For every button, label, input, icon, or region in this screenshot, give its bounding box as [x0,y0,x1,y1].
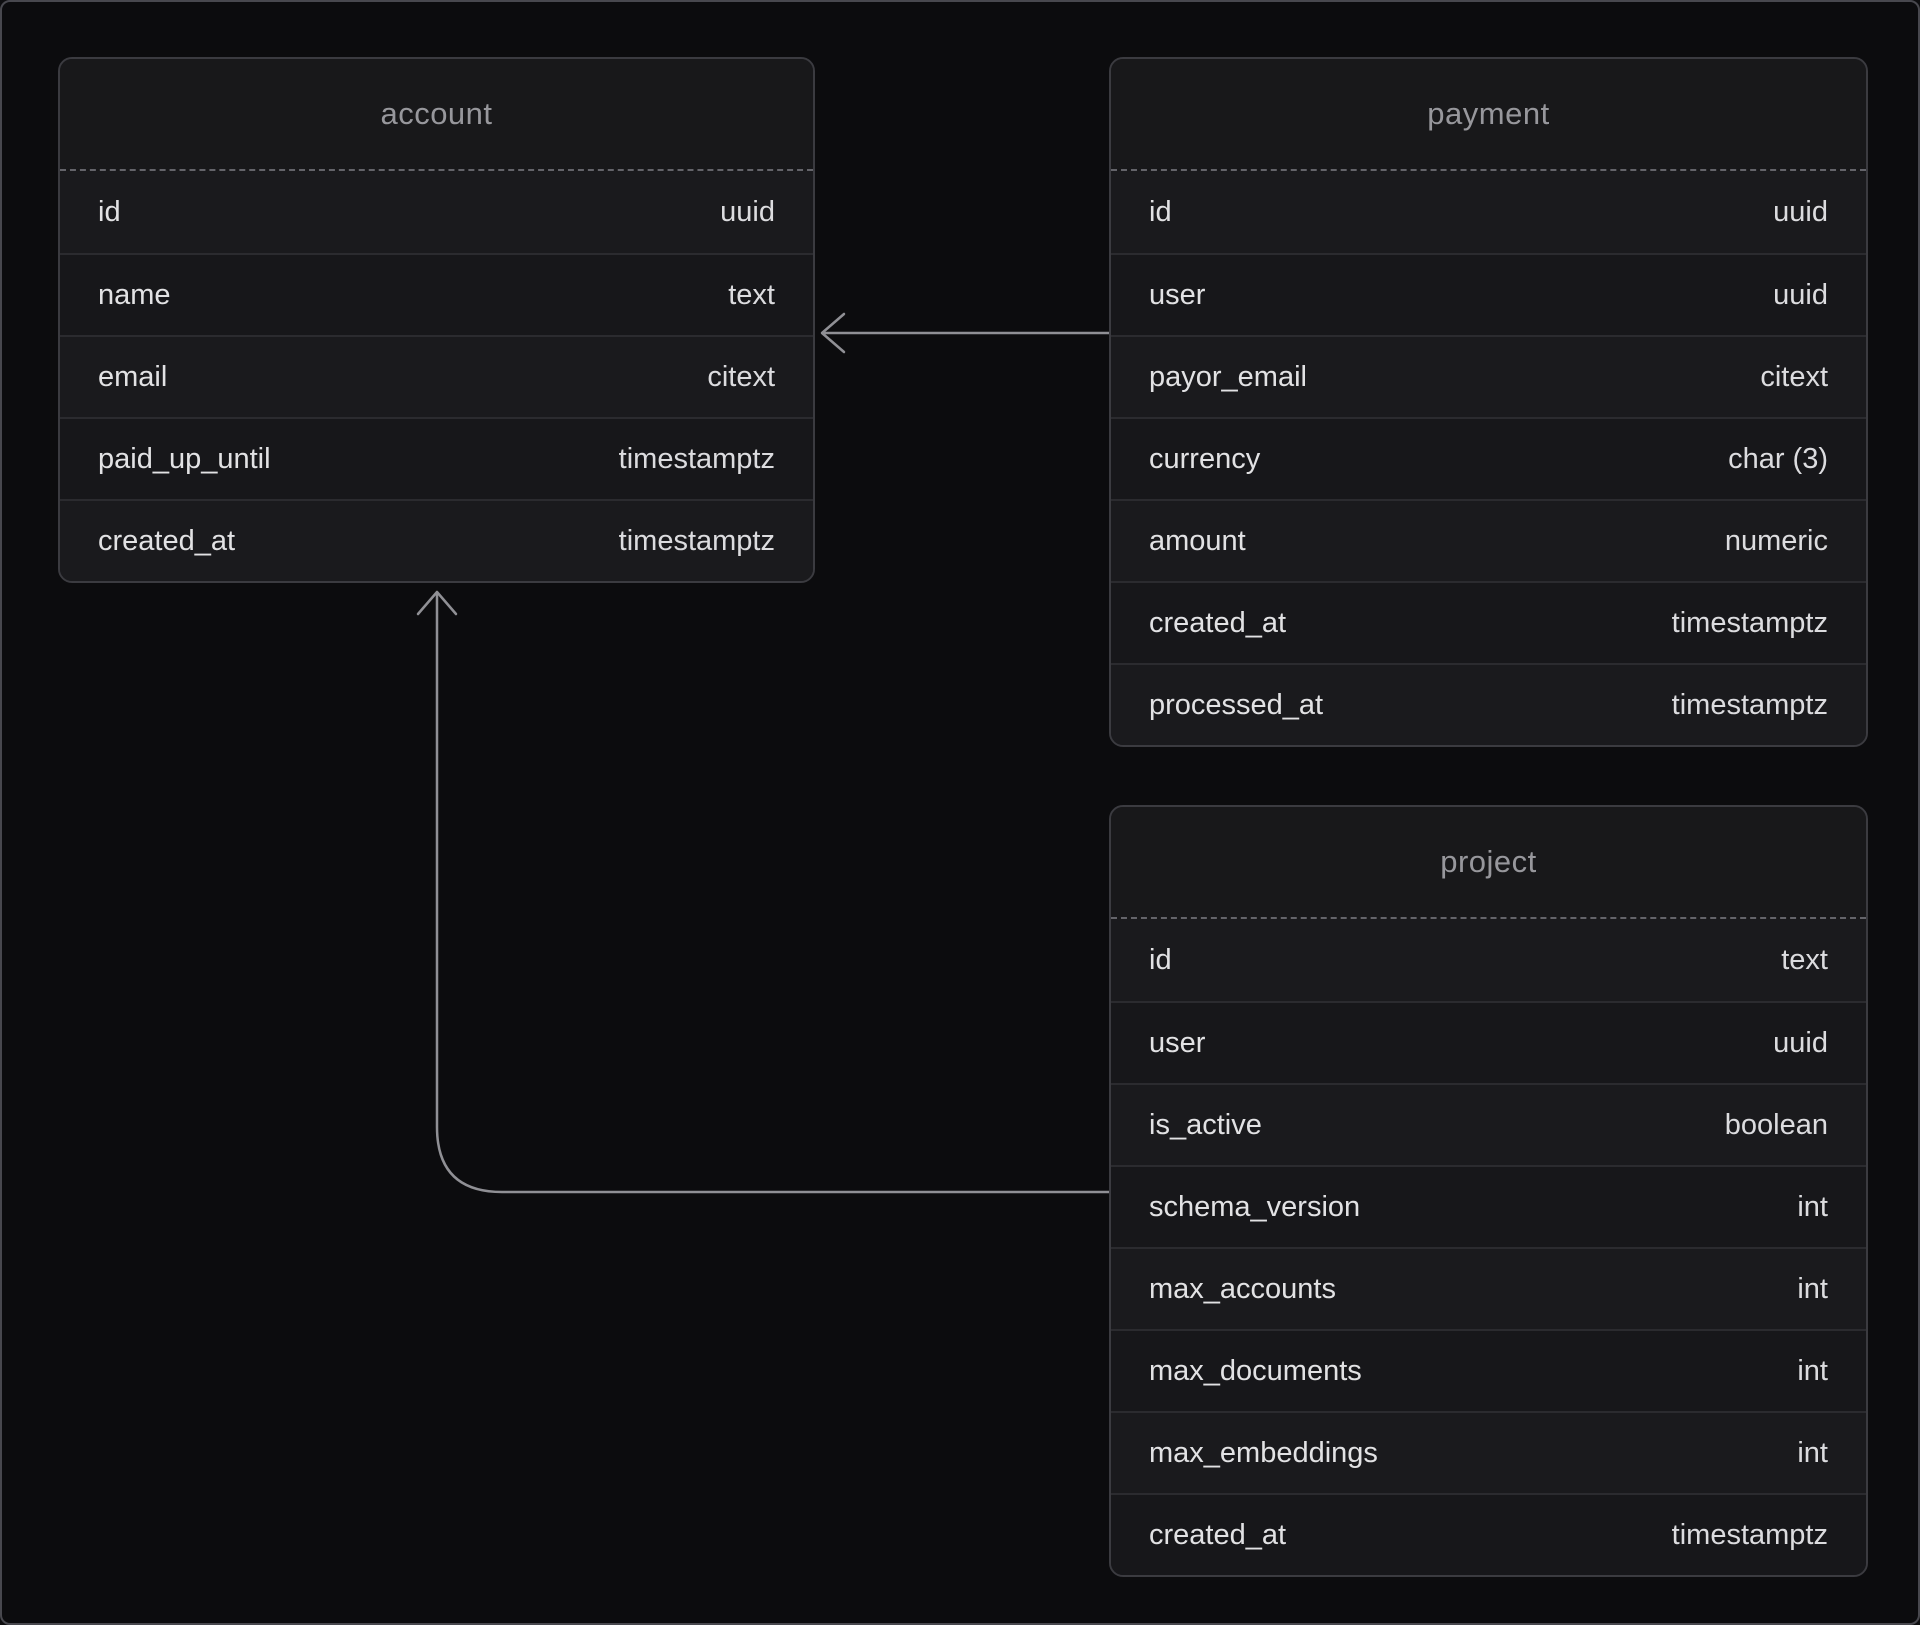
column-name: user [1149,278,1206,311]
column-name: max_documents [1149,1354,1362,1387]
table-account[interactable]: account id uuid name text email citext p… [58,57,815,583]
connector-project-account [435,592,1111,1194]
column-name: amount [1149,524,1246,557]
table-row: created_at timestamptz [1111,581,1866,663]
column-type: int [1797,1354,1828,1387]
column-type: timestamptz [1671,1518,1828,1551]
column-type: citext [707,360,775,393]
arrow-left-icon [820,312,846,354]
table-row: id uuid [1111,171,1866,253]
column-name: created_at [98,524,236,557]
column-type: timestamptz [1671,606,1828,639]
column-type: text [728,278,775,311]
column-name: id [1149,943,1172,976]
column-name: is_active [1149,1108,1262,1141]
column-type: uuid [1773,1026,1828,1059]
column-name: paid_up_until [98,442,271,475]
table-row: user uuid [1111,253,1866,335]
table-title: payment [1111,59,1866,171]
table-row: created_at timestamptz [60,499,813,581]
column-type: timestamptz [618,442,775,475]
column-name: id [98,195,121,228]
table-row: email citext [60,335,813,417]
table-row: name text [60,253,813,335]
arrow-up-icon [416,590,458,616]
table-row: max_embeddings int [1111,1411,1866,1493]
table-title: project [1111,807,1866,919]
column-type: uuid [1773,195,1828,228]
column-type: char (3) [1728,442,1828,475]
column-name: created_at [1149,606,1287,639]
table-row: max_accounts int [1111,1247,1866,1329]
table-row: id text [1111,919,1866,1001]
table-row: created_at timestamptz [1111,1493,1866,1575]
column-name: max_accounts [1149,1272,1336,1305]
column-type: int [1797,1272,1828,1305]
column-type: int [1797,1190,1828,1223]
column-name: currency [1149,442,1261,475]
column-name: max_embeddings [1149,1436,1378,1469]
table-title: account [60,59,813,171]
table-row: id uuid [60,171,813,253]
column-type: int [1797,1436,1828,1469]
column-type: citext [1760,360,1828,393]
table-row: currency char (3) [1111,417,1866,499]
table-row: is_active boolean [1111,1083,1866,1165]
table-row: schema_version int [1111,1165,1866,1247]
table-payment[interactable]: payment id uuid user uuid payor_email ci… [1109,57,1868,747]
table-row: paid_up_until timestamptz [60,417,813,499]
column-type: timestamptz [618,524,775,557]
column-name: processed_at [1149,688,1324,721]
column-name: created_at [1149,1518,1287,1551]
column-type: text [1781,943,1828,976]
column-name: id [1149,195,1172,228]
column-name: user [1149,1026,1206,1059]
column-type: timestamptz [1671,688,1828,721]
table-row: user uuid [1111,1001,1866,1083]
table-row: amount numeric [1111,499,1866,581]
table-row: processed_at timestamptz [1111,663,1866,745]
column-type: boolean [1724,1108,1828,1141]
column-name: name [98,278,171,311]
table-row: max_documents int [1111,1329,1866,1411]
column-type: numeric [1724,524,1828,557]
column-name: email [98,360,168,393]
column-type: uuid [1773,278,1828,311]
column-name: payor_email [1149,360,1307,393]
column-name: schema_version [1149,1190,1361,1223]
table-project[interactable]: project id text user uuid is_active bool… [1109,805,1868,1577]
table-row: payor_email citext [1111,335,1866,417]
column-type: uuid [720,195,775,228]
